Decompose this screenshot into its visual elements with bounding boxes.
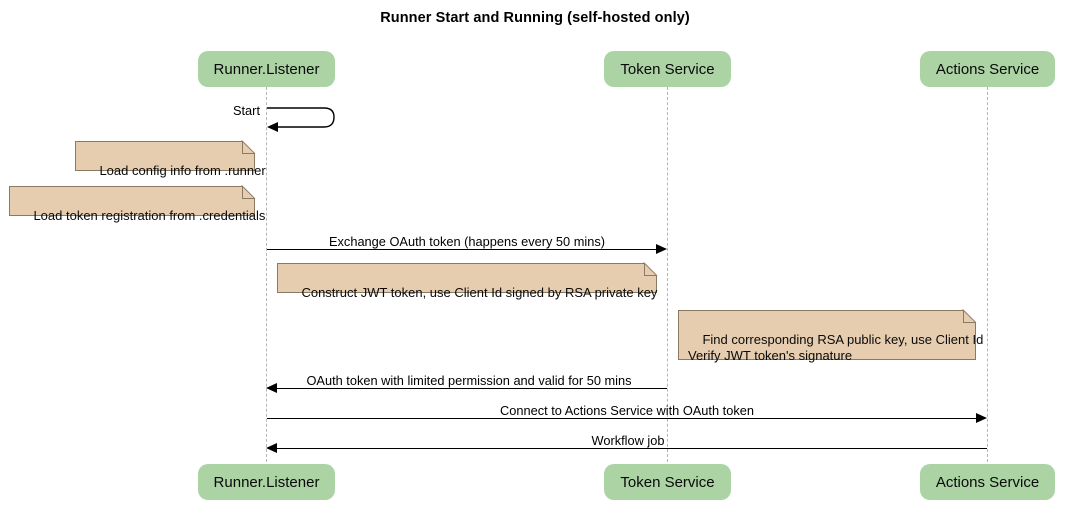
- message-arrow-workflow-job: [277, 448, 987, 449]
- note-fold-corner-icon: [241, 140, 256, 155]
- participant-actions-service-bottom[interactable]: Actions Service: [920, 464, 1055, 500]
- participant-label: Token Service: [620, 473, 715, 491]
- message-label-workflow-job: Workflow job: [591, 433, 665, 448]
- message-label-connect-actions: Connect to Actions Service with OAuth to…: [500, 403, 754, 418]
- participant-runner-listener-bottom[interactable]: Runner.Listener: [198, 464, 335, 500]
- note-text: Load config info from .runner: [99, 163, 266, 178]
- note-fold-corner-icon: [241, 185, 256, 200]
- note-fold-corner-icon: [643, 262, 658, 277]
- arrowhead-exchange-oauth: [656, 244, 667, 254]
- message-arrow-connect-actions: [267, 418, 977, 419]
- message-label-start: Start: [232, 103, 260, 118]
- note-load-config: Load config info from .runner: [75, 140, 266, 178]
- participant-actions-service-top[interactable]: Actions Service: [920, 51, 1055, 87]
- participant-label: Actions Service: [935, 473, 1040, 491]
- message-label-exchange-oauth: Exchange OAuth token (happens every 50 m…: [328, 234, 606, 249]
- note-text: Load token registration from .credential…: [33, 208, 266, 223]
- arrowhead-workflow-job: [266, 443, 277, 453]
- note-fold-corner-icon: [962, 309, 977, 324]
- lifeline-runner-listener: [266, 87, 267, 462]
- participant-token-service-bottom[interactable]: Token Service: [604, 464, 731, 500]
- message-arrow-oauth-return: [277, 388, 667, 389]
- lifeline-actions-service: [987, 87, 988, 462]
- arrowhead-connect-actions: [976, 413, 987, 423]
- note-verify-jwt: Find corresponding RSA public key, use C…: [678, 309, 983, 363]
- message-label-oauth-return: OAuth token with limited permission and …: [306, 373, 632, 388]
- note-construct-jwt: Construct JWT token, use Client Id signe…: [277, 262, 658, 300]
- participant-label: Token Service: [620, 60, 715, 78]
- diagram-title: Runner Start and Running (self-hosted on…: [380, 10, 690, 26]
- message-arrow-exchange-oauth: [267, 249, 657, 250]
- note-load-token-registration: Load token registration from .credential…: [9, 185, 265, 223]
- note-text: Construct JWT token, use Client Id signe…: [301, 285, 658, 300]
- participant-label: Actions Service: [935, 60, 1040, 78]
- lifeline-token-service: [667, 87, 668, 462]
- participant-label: Runner.Listener: [213, 473, 320, 491]
- participant-label: Runner.Listener: [213, 60, 320, 78]
- participant-token-service-top[interactable]: Token Service: [604, 51, 731, 87]
- arrowhead-oauth-return: [266, 383, 277, 393]
- message-arrow-start: [267, 107, 335, 132]
- participant-runner-listener-top[interactable]: Runner.Listener: [198, 51, 335, 87]
- note-text: Find corresponding RSA public key, use C…: [688, 332, 984, 363]
